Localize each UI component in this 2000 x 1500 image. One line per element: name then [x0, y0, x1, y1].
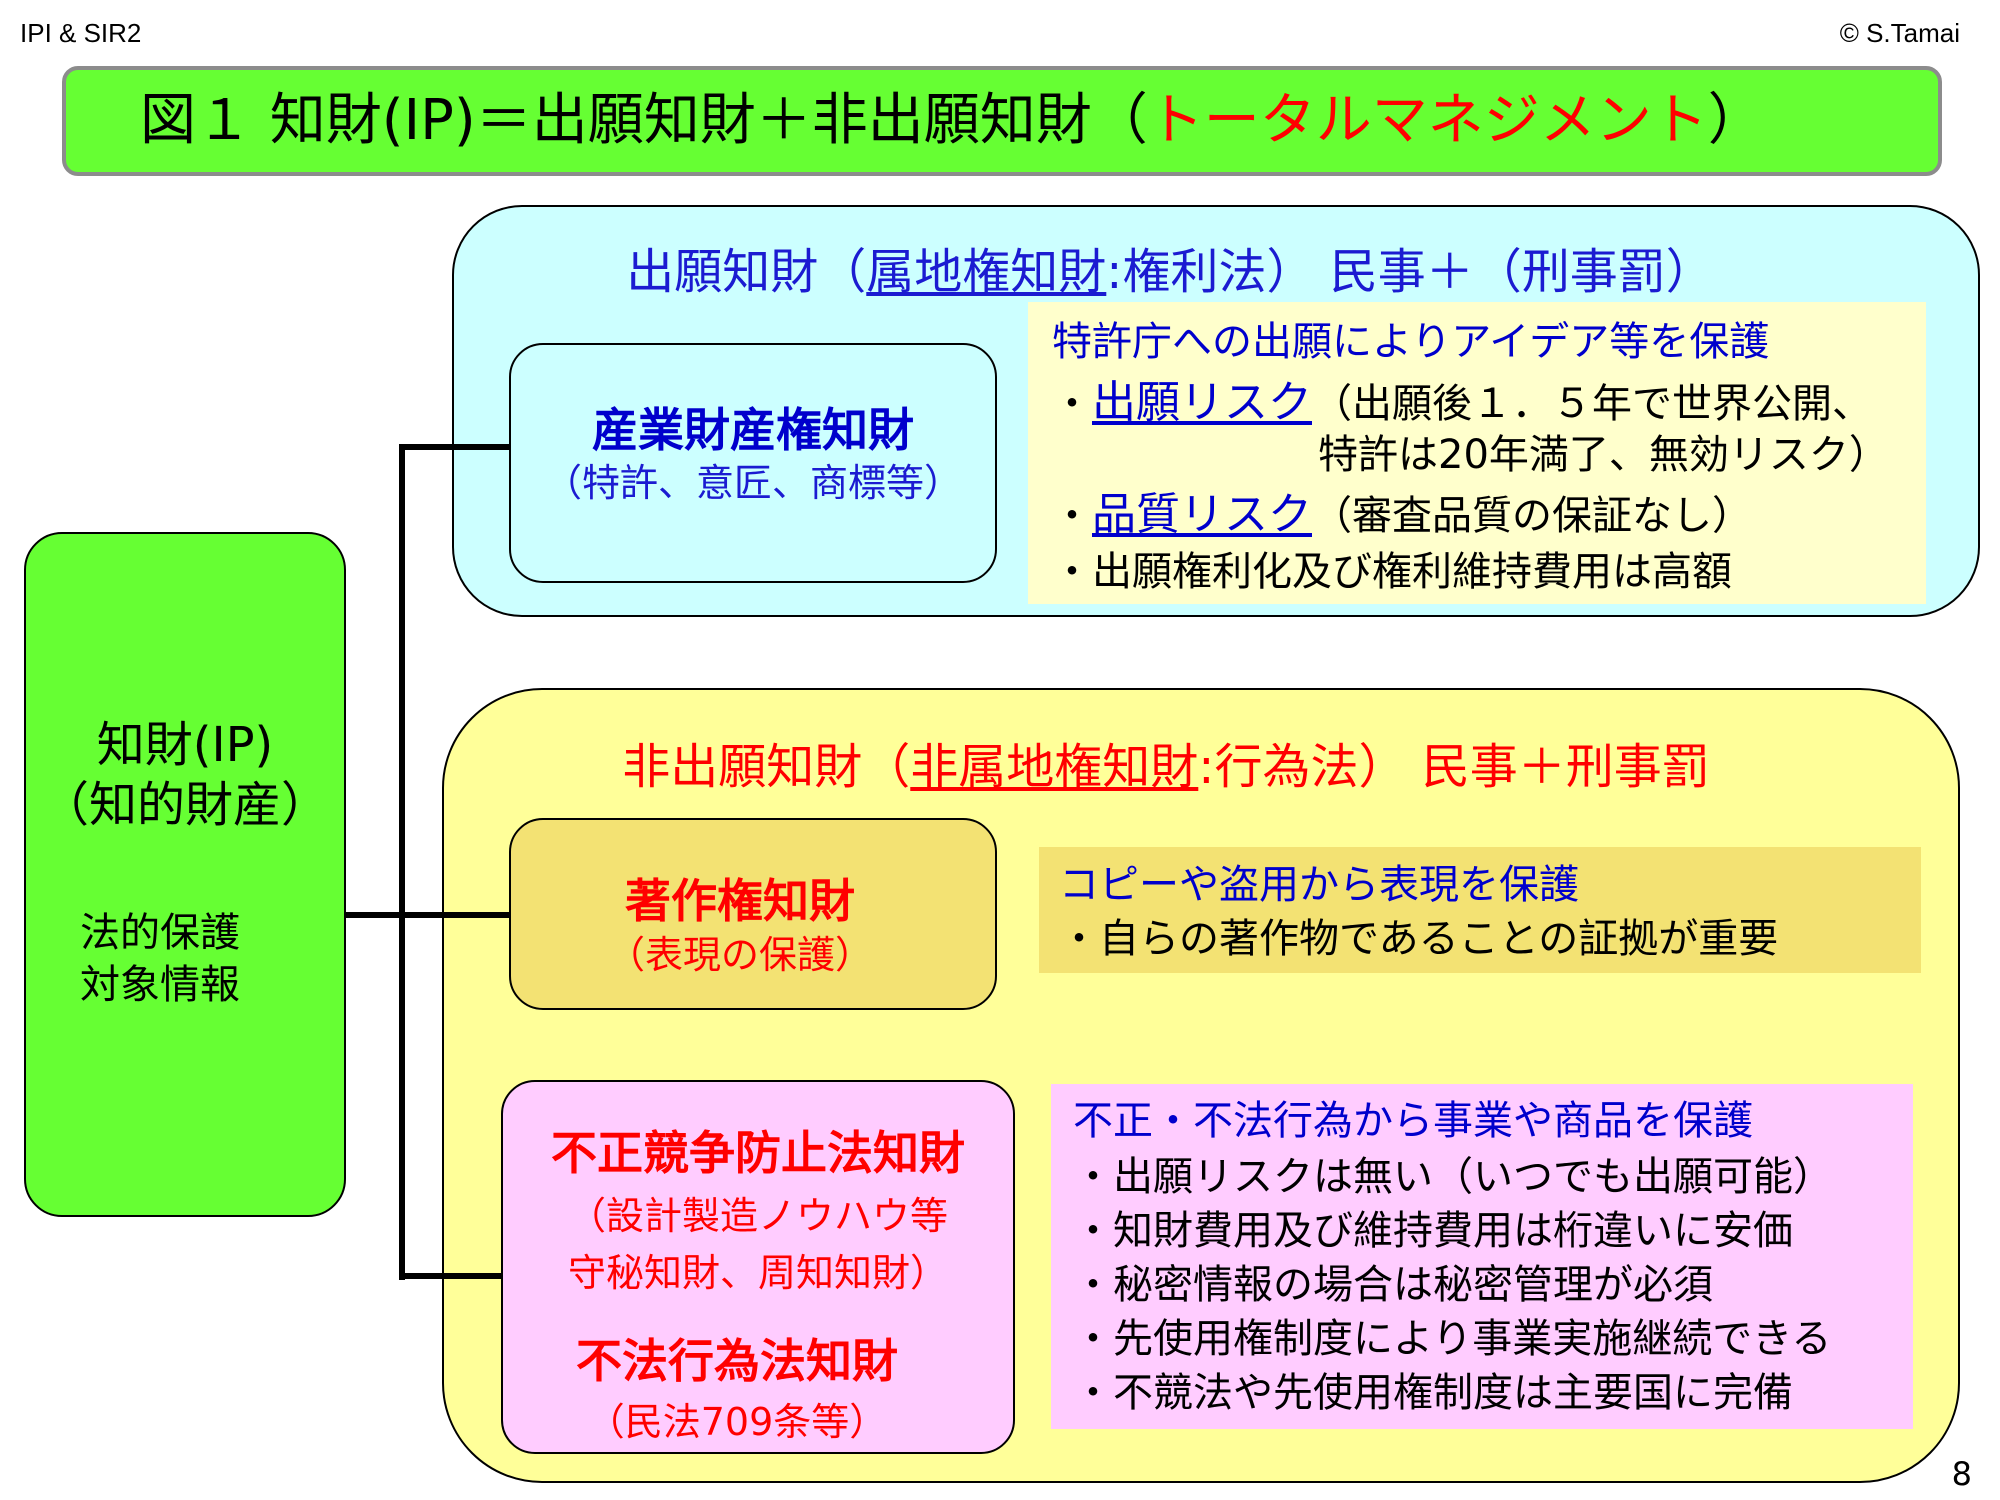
unfiled-heading-underline: 非属地権知財: [910, 739, 1199, 795]
unfair-note-item: ・秘密情報の場合は秘密管理が必須: [1073, 1262, 1713, 1308]
industrial-property-box: [509, 343, 997, 583]
title-highlight: トータルマネジメント: [1147, 88, 1708, 153]
unfair-competition-box: [501, 1080, 1015, 1454]
unfair-note-item: ・先使用権制度により事業実施継続できる: [1073, 1316, 1832, 1362]
connector-vertical: [399, 445, 405, 1280]
root-subtitle: （知的財産）: [40, 777, 329, 833]
root-title: 知財(IP): [96, 717, 274, 773]
unfair-competition-sub-2: 守秘知財、周知知財）: [567, 1251, 948, 1295]
root-ip-box: [24, 532, 346, 1217]
copyright-note-item: ・自らの著作物であることの証拠が重要: [1059, 916, 1779, 962]
quality-risk-link[interactable]: 品質リスク: [1092, 489, 1312, 540]
bullet-1-prefix: ・: [1052, 381, 1092, 427]
bullet-1-text: （出願後１．５年で世界公開、: [1312, 381, 1872, 427]
filed-heading-suffix: :権利法） 民事＋（刑事罰）: [1106, 244, 1714, 300]
header-right: © S.Tamai: [1839, 18, 1960, 48]
filed-note-item-2: ・品質リスク（審査品質の保証なし）: [1052, 488, 1752, 543]
unfair-note-item: ・知財費用及び維持費用は桁違いに安価: [1073, 1208, 1793, 1254]
copyright-note-lead: コピーや盗用から表現を保護: [1059, 862, 1579, 908]
unfair-competition-note: [1051, 1084, 1913, 1429]
root-note-1: 法的保護: [80, 910, 240, 956]
connector-top: [399, 444, 511, 450]
page-title: 図１ 知財(IP)＝出願知財＋非出願知財（トータルマネジメント）: [62, 66, 1942, 176]
filed-note-lead: 特許庁への出願によりアイデア等を保護: [1052, 319, 1770, 365]
tort-law-title: 不法行為法知財: [576, 1334, 898, 1388]
connector-bottom: [399, 1273, 501, 1279]
copyright-note: [1039, 847, 1921, 973]
header-left: IPI & SIR2: [20, 18, 142, 48]
title-bar: [62, 66, 1942, 176]
filed-ip-heading: 出願知財（属地権知財:権利法） 民事＋（刑事罰）: [452, 232, 1980, 302]
filed-note-item-1-cont: 特許は20年満了、無効リスク）: [1318, 432, 1889, 478]
unfiled-heading-suffix: :行為法） 民事＋刑事罰: [1198, 739, 1710, 795]
copyright-title: 著作権知財: [625, 874, 855, 928]
unfiled-heading-prefix: 非出願知財（: [622, 739, 911, 795]
root-note-2: 対象情報: [80, 962, 240, 1008]
title-main: 図１ 知財(IP)＝出願知財＋非出願知財（: [140, 88, 1148, 153]
tort-law-subtitle: （民法709条等）: [586, 1400, 888, 1444]
bullet-2-prefix: ・: [1052, 493, 1092, 539]
industrial-property-subtitle: （特許、意匠、商標等）: [543, 461, 962, 505]
filed-note-item-1: ・出願リスク（出願後１．５年で世界公開、: [1052, 376, 1872, 431]
filed-note-item-3: ・出願権利化及び権利維持費用は高額: [1052, 549, 1732, 595]
filed-ip-note: [1028, 302, 1926, 604]
unfair-competition-sub-1: （設計製造ノウハウ等: [567, 1194, 948, 1238]
title-close: ）: [1707, 88, 1764, 153]
copyright-box: [509, 818, 997, 1010]
unfair-competition-title: 不正競争防止法知財: [551, 1126, 965, 1180]
connector-root: [346, 912, 514, 918]
unfair-note-item: ・不競法や先使用権制度は主要国に完備: [1073, 1370, 1793, 1416]
bullet-2-text: （審査品質の保証なし）: [1312, 493, 1752, 539]
industrial-property-title: 産業財産権知財: [592, 403, 914, 457]
unfair-note-item: ・出願リスクは無い（いつでも出願可能）: [1073, 1154, 1833, 1200]
filed-heading-prefix: 出願知財（: [626, 244, 867, 300]
unfiled-ip-heading: 非出願知財（非属地権知財:行為法） 民事＋刑事罰: [442, 727, 1960, 797]
filing-risk-link[interactable]: 出願リスク: [1092, 377, 1312, 428]
unfair-note-lead: 不正・不法行為から事業や商品を保護: [1073, 1098, 1753, 1144]
filed-heading-underline: 属地権知財: [866, 244, 1107, 300]
copyright-subtitle: （表現の保護）: [606, 933, 873, 977]
page-number: 8: [1951, 1455, 1972, 1493]
